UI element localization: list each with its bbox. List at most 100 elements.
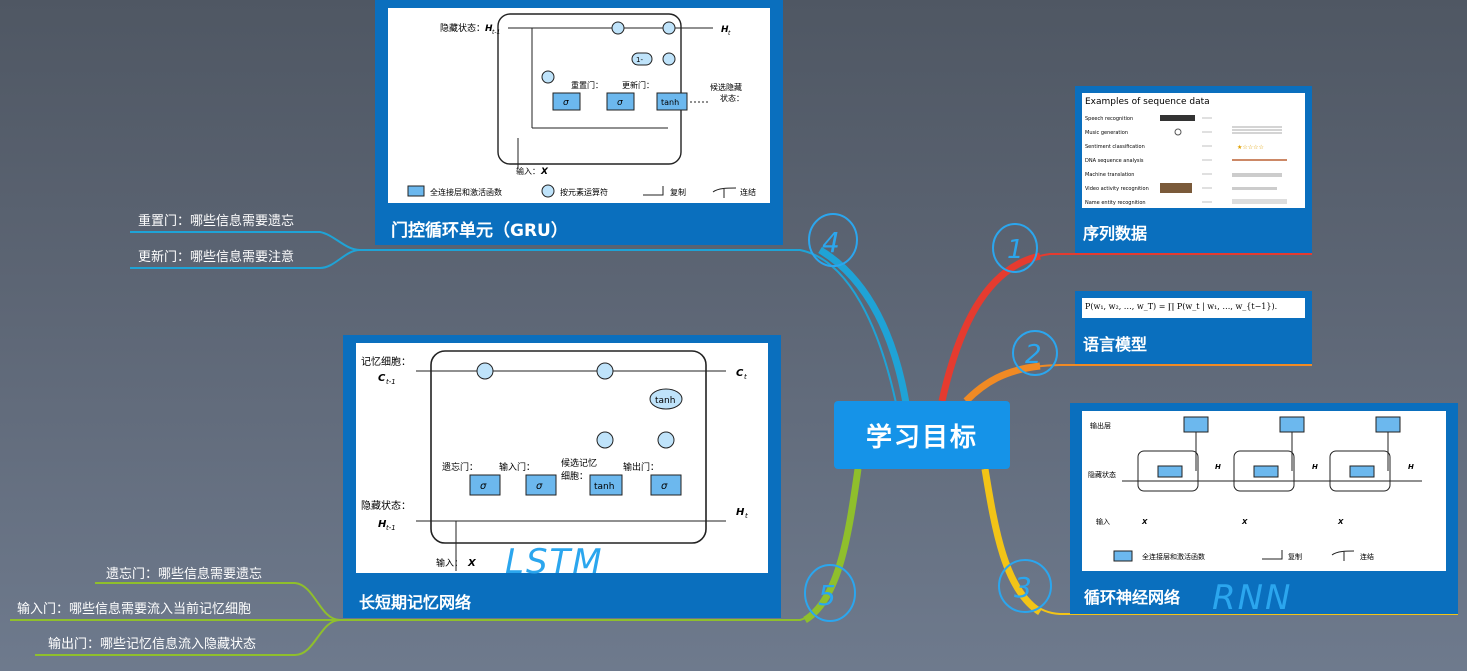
circle-mark-4: 4 <box>808 213 858 267</box>
gru-child-reset[interactable]: 重置门：哪些信息需要遗忘 <box>138 214 295 229</box>
svg-text:更新门：: 更新门： <box>622 80 654 90</box>
lm-title: 语言模型 <box>1083 335 1148 354</box>
svg-text:H: H <box>1408 463 1414 471</box>
svg-text:连结: 连结 <box>1360 552 1374 561</box>
svg-text:Music generation: Music generation <box>1085 130 1128 136</box>
rnn-diagram-svg: 输出层 隐藏状态 输入 H H H X X X 全连接层和激活函数 复 <box>1088 416 1422 562</box>
rnn-handwriting: RNN <box>1212 578 1293 618</box>
svg-text:H: H <box>1312 463 1318 471</box>
svg-text:遗忘门：: 遗忘门： <box>442 461 478 473</box>
svg-text:σ: σ <box>661 481 668 492</box>
svg-text:记忆细胞：: 记忆细胞： <box>361 355 411 368</box>
svg-text:Speech recognition: Speech recognition <box>1085 116 1133 122</box>
svg-text:H: H <box>721 25 729 35</box>
svg-text:DNA sequence analysis: DNA sequence analysis <box>1085 158 1144 164</box>
svg-text:候选记忆: 候选记忆 <box>561 457 597 469</box>
svg-text:状态：: 状态： <box>720 93 744 103</box>
svg-text:H: H <box>485 24 493 34</box>
svg-text:H: H <box>1215 463 1221 471</box>
svg-text:4: 4 <box>822 226 840 259</box>
svg-text:复制: 复制 <box>670 187 686 197</box>
svg-text:X: X <box>1241 518 1248 526</box>
svg-text:t-1: t-1 <box>386 378 396 386</box>
svg-text:全连接层和激活函数: 全连接层和激活函数 <box>430 187 502 197</box>
svg-text:隐藏状态：: 隐藏状态： <box>440 22 485 34</box>
seq-title: 序列数据 <box>1083 224 1148 243</box>
svg-text:按元素运算符: 按元素运算符 <box>560 187 608 197</box>
svg-text:tanh: tanh <box>655 396 675 406</box>
svg-text:1: 1 <box>1007 235 1024 265</box>
rnn-diagram: 输出层 隐藏状态 输入 H H H X X X 全连接层和激活函数 复 <box>1082 411 1446 571</box>
circle-mark-1: 1 <box>992 223 1038 273</box>
svg-text:2: 2 <box>1025 340 1042 370</box>
lstm-title: 长短期记忆网络 <box>359 593 472 612</box>
lstm-child-input[interactable]: 输入门：哪些信息需要流入当前记忆细胞 <box>17 602 252 617</box>
svg-text:输入：: 输入： <box>436 557 463 569</box>
svg-text:复制: 复制 <box>1288 552 1302 561</box>
lm-card[interactable]: P(w₁, w₂, …, w_T) = ∏ P(w_t | w₁, …, w_{… <box>1075 291 1312 364</box>
svg-text:C: C <box>736 368 744 379</box>
svg-text:H: H <box>736 507 745 518</box>
rnn-title: 循环神经网络 <box>1084 588 1181 607</box>
svg-text:候选隐藏: 候选隐藏 <box>710 82 742 92</box>
lstm-child-output[interactable]: 输出门：哪些记忆信息流入隐藏状态 <box>48 637 257 652</box>
svg-text:C: C <box>378 373 386 384</box>
circle-mark-3: 3 <box>998 559 1052 613</box>
svg-text:X: X <box>540 167 549 177</box>
lstm-child-forget[interactable]: 遗忘门：哪些信息需要遗忘 <box>106 567 263 582</box>
svg-text:t-1: t-1 <box>386 524 396 532</box>
svg-text:输出层: 输出层 <box>1090 421 1111 430</box>
svg-text:H: H <box>378 519 387 530</box>
svg-text:t: t <box>744 373 747 381</box>
svg-text:5: 5 <box>818 579 836 612</box>
svg-text:tanh: tanh <box>661 98 679 107</box>
svg-text:隐藏状态：: 隐藏状态： <box>361 499 411 512</box>
svg-text:输出门：: 输出门： <box>623 461 659 473</box>
seq-diagram: Examples of sequence data Speech recogni… <box>1082 93 1305 208</box>
svg-text:Video activity recognition: Video activity recognition <box>1085 186 1149 192</box>
svg-text:Examples of sequence data: Examples of sequence data <box>1085 97 1210 107</box>
svg-text:全连接层和激活函数: 全连接层和激活函数 <box>1142 552 1205 561</box>
svg-text:X: X <box>467 558 477 569</box>
svg-text:t-1: t-1 <box>492 29 500 36</box>
svg-text:σ: σ <box>480 481 487 492</box>
svg-text:σ: σ <box>536 481 543 492</box>
svg-text:输入：: 输入： <box>516 166 540 176</box>
svg-text:X: X <box>1141 518 1148 526</box>
seq-diagram-svg: Examples of sequence data Speech recogni… <box>1085 97 1287 206</box>
svg-text:X: X <box>1337 518 1344 526</box>
rnn-card[interactable]: 输出层 隐藏状态 输入 H H H X X X 全连接层和激活函数 复 <box>1070 403 1458 614</box>
svg-text:t: t <box>728 30 731 37</box>
circle-mark-5: 5 <box>804 564 856 622</box>
svg-text:Name entity recognition: Name entity recognition <box>1085 200 1146 206</box>
svg-text:★☆☆☆☆: ★☆☆☆☆ <box>1237 144 1264 151</box>
lm-formula: P(w₁, w₂, …, w_T) = ∏ P(w_t | w₁, …, w_{… <box>1085 302 1278 311</box>
svg-text:tanh: tanh <box>594 482 614 492</box>
svg-text:3: 3 <box>1014 571 1032 604</box>
svg-text:连结: 连结 <box>740 187 756 197</box>
center-topic[interactable]: 学习目标 <box>834 401 1010 469</box>
seq-card[interactable]: Examples of sequence data Speech recogni… <box>1075 86 1312 253</box>
lm-formula-box: P(w₁, w₂, …, w_T) = ∏ P(w_t | w₁, …, w_{… <box>1082 298 1305 318</box>
svg-text:输入: 输入 <box>1096 517 1110 526</box>
svg-text:t: t <box>745 512 748 520</box>
svg-text:输入门：: 输入门： <box>499 461 535 473</box>
svg-text:1-: 1- <box>636 56 643 64</box>
svg-text:Sentiment classification: Sentiment classification <box>1085 144 1145 150</box>
gru-child-update[interactable]: 更新门：哪些信息需要注意 <box>138 250 295 265</box>
gru-title: 门控循环单元（GRU） <box>391 221 568 241</box>
svg-text:Machine translation: Machine translation <box>1085 172 1134 178</box>
circle-mark-2: 2 <box>1012 330 1058 376</box>
lstm-handwriting: LSTM <box>505 542 604 582</box>
svg-text:σ: σ <box>617 98 623 108</box>
svg-text:σ: σ <box>563 98 569 108</box>
svg-text:重置门：: 重置门： <box>571 80 603 90</box>
